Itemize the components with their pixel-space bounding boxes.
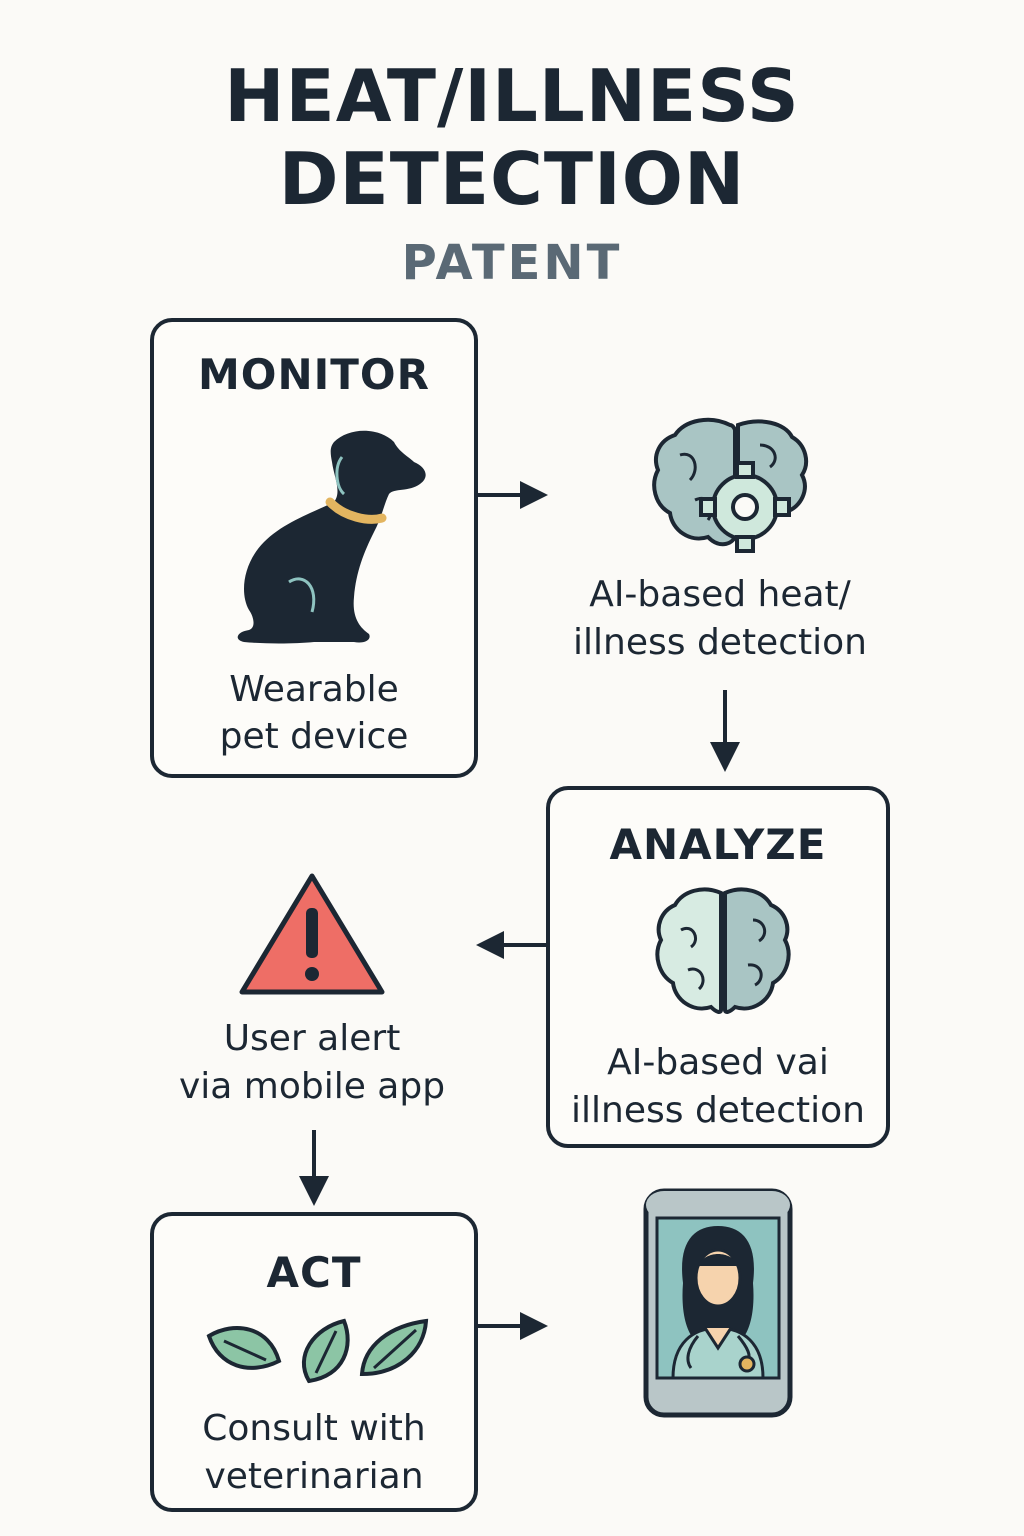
arrow-down-icon (710, 690, 740, 772)
monitor-caption-1: Wearable (229, 669, 399, 710)
arrow-left-icon (476, 931, 548, 959)
dog-icon (237, 430, 426, 644)
monitor-caption-2: pet device (219, 716, 409, 757)
arrow-down-icon (299, 1130, 329, 1206)
brain-gear-icon (652, 417, 809, 553)
title-line-1: HEAT/ILLNESS (224, 54, 800, 138)
phone-veterinarian-icon (643, 1188, 793, 1418)
act-caption-1: Consult with (202, 1408, 426, 1449)
ai-detection-caption-1: AI-based heat/ (589, 574, 851, 615)
arrow-right-icon (478, 1312, 548, 1340)
alert-caption-2: via mobile app (178, 1066, 446, 1107)
arrow-right-icon (478, 481, 548, 509)
analyze-box: ANALYZE AI-based vai illness detection (546, 786, 890, 1148)
title-line-2: DETECTION (278, 137, 746, 221)
warning-icon (239, 873, 385, 995)
analyze-heading: ANALYZE (609, 820, 827, 869)
monitor-box: MONITOR Wearable pet device (150, 318, 478, 778)
subtitle: PATENT (401, 235, 623, 291)
alert-caption-1: User alert (223, 1018, 401, 1059)
leaves-icon (206, 1318, 429, 1384)
analyze-caption-1: AI-based vai (607, 1042, 829, 1083)
ai-detection-caption-2: illness detection (573, 622, 867, 663)
act-heading: ACT (266, 1248, 362, 1297)
analyze-caption-2: illness detection (571, 1090, 865, 1131)
act-caption-2: veterinarian (204, 1456, 424, 1497)
act-box: ACT Consult with veterinarian (150, 1212, 478, 1512)
brain-icon (655, 887, 791, 1014)
monitor-heading: MONITOR (198, 350, 430, 399)
